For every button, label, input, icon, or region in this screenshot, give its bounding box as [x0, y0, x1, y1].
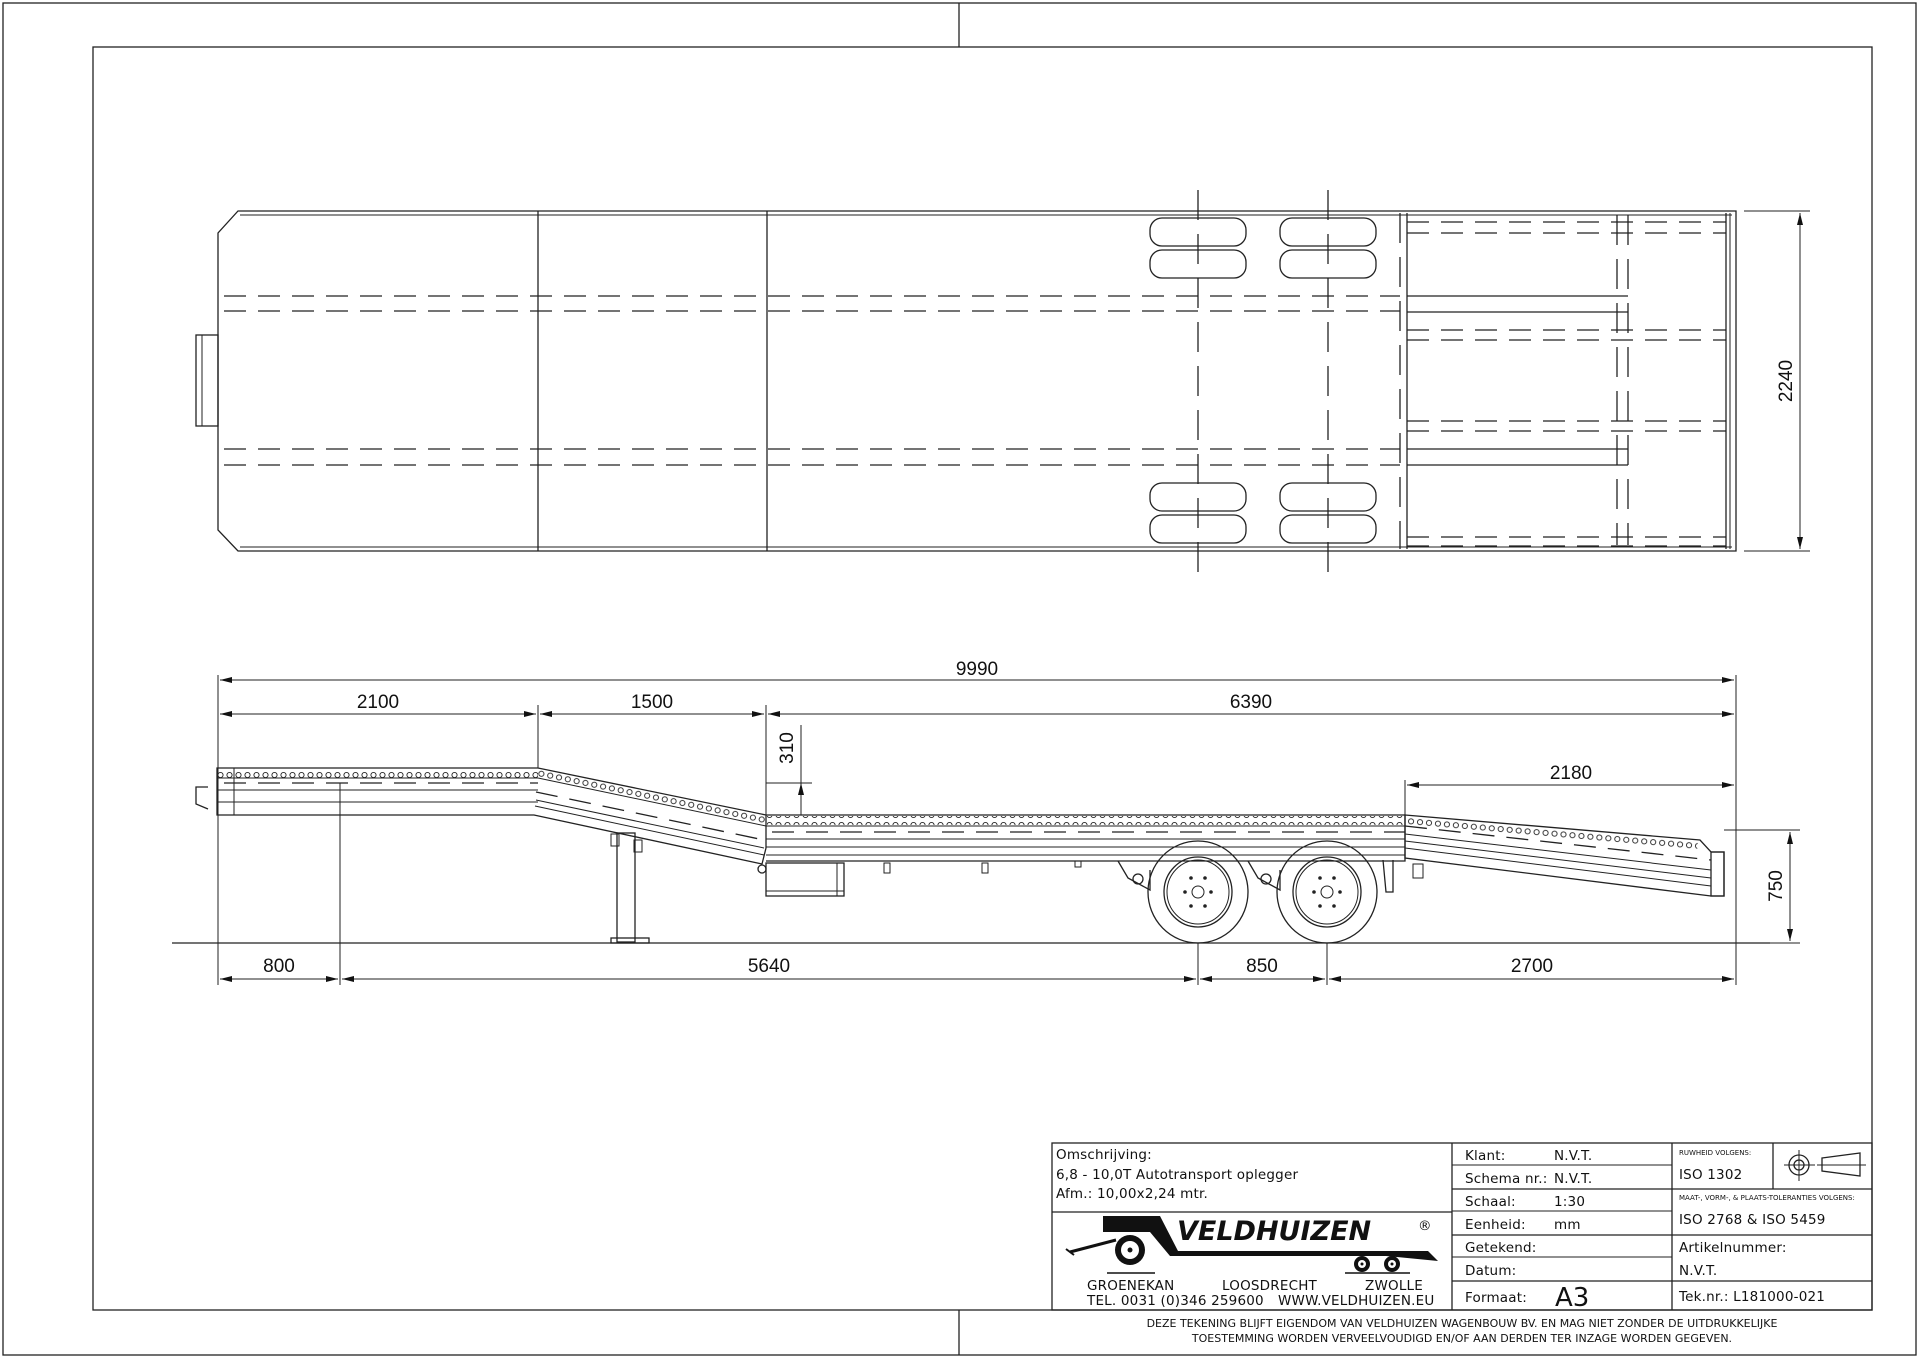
description-line2: Afm.: 10,00x2,24 mtr. [1056, 1186, 1208, 1202]
field-formaat-value: A3 [1555, 1283, 1589, 1313]
dim-rear-overhang: 2700 [1511, 956, 1553, 977]
phone: TEL. 0031 (0)346 259600 [1086, 1293, 1264, 1309]
tolerance-value: ISO 2768 & ISO 5459 [1679, 1212, 1826, 1228]
disclaimer: DEZE TEKENING BLIJFT EIGENDOM VAN VELDHU… [1147, 1317, 1778, 1345]
article-value: N.V.T. [1679, 1263, 1717, 1279]
logo-registered: ® [1418, 1218, 1432, 1234]
website: WWW.VELDHUIZEN.EU [1278, 1293, 1434, 1309]
disclaimer-line2: TOESTEMMING WORDEN VERVEELVOUDIGD EN/OF … [1191, 1332, 1732, 1345]
dim-gooseneck-length: 2100 [357, 692, 399, 713]
location-zwolle: ZWOLLE [1365, 1278, 1423, 1294]
field-schaal-value: 1:30 [1554, 1194, 1585, 1210]
dim-deck-length: 6390 [1230, 692, 1272, 713]
article-label: Artikelnummer: [1679, 1240, 1787, 1256]
drawing-number: Tek.nr.: L181000-021 [1678, 1289, 1825, 1305]
dim-step-height: 310 [777, 732, 798, 764]
field-formaat-label: Formaat: [1465, 1290, 1527, 1306]
field-klant-value: N.V.T. [1554, 1148, 1592, 1164]
roughness-label: RUWHEID VOLGENS: [1679, 1149, 1751, 1157]
tires-top-view [1149, 217, 1377, 544]
field-schema-label: Schema nr.: [1465, 1171, 1547, 1187]
description-line1: 6,8 - 10,0T Autotransport oplegger [1056, 1167, 1298, 1183]
field-schema-value: N.V.T. [1554, 1171, 1592, 1187]
tolerance-label: MAAT-, VORM-, & PLAATS-TOLERANTIES VOLGE… [1679, 1194, 1855, 1202]
dim-axle-spacing: 850 [1246, 956, 1278, 977]
veldhuizen-logo: VELDHUIZEN ® [1065, 1216, 1438, 1274]
wheel-front [1147, 840, 1249, 944]
dimensions: 9990 2100 1500 6390 310 2180 750 800 564… [217, 659, 1800, 985]
disclaimer-line1: DEZE TEKENING BLIJFT EIGENDOM VAN VELDHU… [1147, 1317, 1778, 1330]
title-block: Omschrijving: 6,8 - 10,0T Autotransport … [1051, 1142, 1873, 1313]
field-klant-label: Klant: [1465, 1148, 1505, 1164]
logo-brand: VELDHUIZEN [1177, 1216, 1372, 1247]
dim-kingpin-to-axle: 5640 [748, 956, 790, 977]
location-groenekan: GROENEKAN [1087, 1278, 1174, 1294]
field-eenheid-label: Eenheid: [1465, 1217, 1526, 1233]
dim-ramp-length: 2180 [1550, 763, 1592, 784]
roughness-value: ISO 1302 [1679, 1167, 1742, 1183]
top-view: 2240 [195, 190, 1810, 572]
location-loosdrecht: LOOSDRECHT [1222, 1278, 1318, 1294]
wheel-rear [1276, 840, 1378, 944]
first-angle-projection-icon [1784, 1150, 1866, 1181]
side-view [172, 767, 1800, 944]
dim-overall-length: 9990 [956, 659, 998, 680]
field-schaal-label: Schaal: [1465, 1194, 1516, 1210]
dim-hitch-offset: 800 [263, 956, 295, 977]
dim-deck-height: 750 [1766, 870, 1787, 902]
field-eenheid-value: mm [1554, 1217, 1581, 1233]
description-label: Omschrijving: [1056, 1147, 1152, 1163]
field-datum-label: Datum: [1465, 1263, 1516, 1279]
dim-width: 2240 [1776, 360, 1797, 402]
field-getekend-label: Getekend: [1465, 1240, 1536, 1256]
dim-slope-length: 1500 [631, 692, 673, 713]
